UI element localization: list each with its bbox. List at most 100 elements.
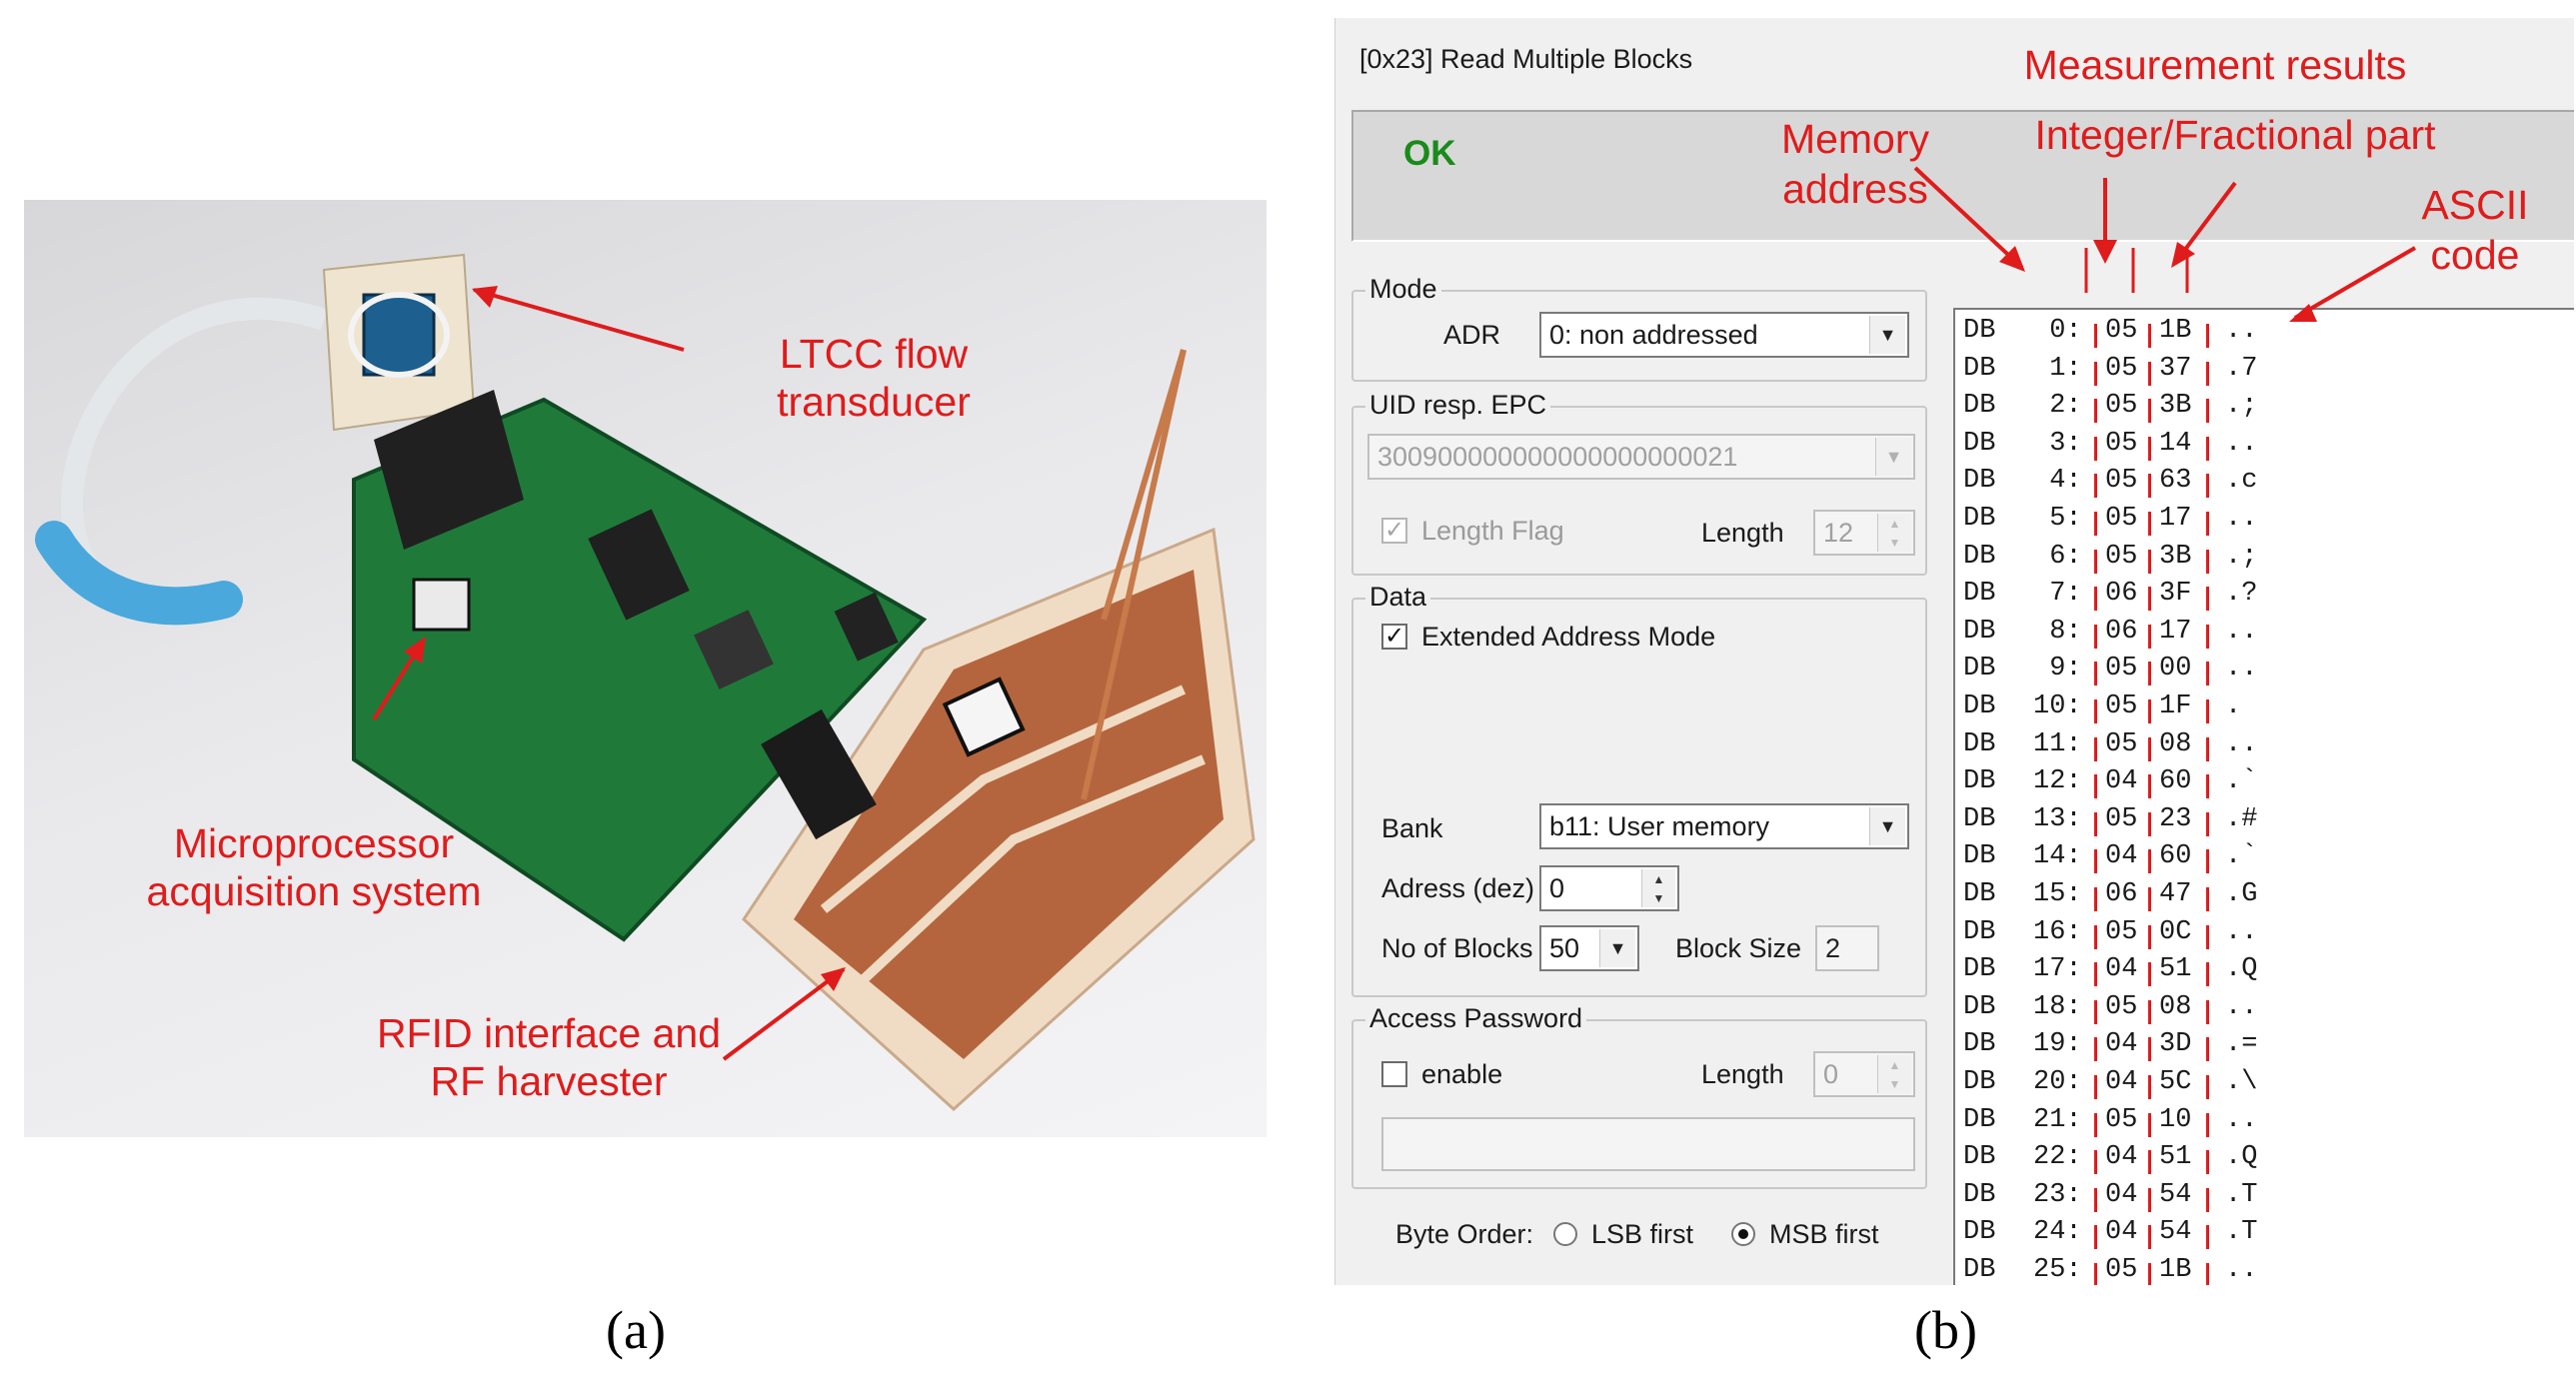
dump-row-address: 3: bbox=[2033, 428, 2082, 459]
spin-arrows-icon[interactable]: ▲▼ bbox=[1877, 1055, 1911, 1093]
dump-row-ascii: .` bbox=[2225, 841, 2258, 872]
uid-length-value: 12 bbox=[1823, 518, 1854, 548]
dump-row-fraction: 54 bbox=[2159, 1217, 2192, 1248]
marker-frac bbox=[2148, 399, 2151, 424]
marker-int bbox=[2094, 361, 2097, 386]
marker-ascii bbox=[2206, 474, 2209, 499]
marker-ascii bbox=[2206, 849, 2209, 874]
marker-ascii bbox=[2206, 1263, 2209, 1285]
uid-select[interactable]: 300900000000000000000021 ▼ bbox=[1367, 434, 1915, 480]
device-photo: LTCC flow transducer Microprocessor acqu… bbox=[24, 200, 1267, 1137]
dump-row-integer: 04 bbox=[2105, 1179, 2138, 1210]
marker-frac bbox=[2148, 999, 2151, 1024]
extended-address-checkbox[interactable]: ✓ bbox=[1381, 624, 1407, 650]
marker-ascii bbox=[2206, 699, 2209, 723]
block-size-field: 2 bbox=[1815, 925, 1879, 971]
status-ok: OK bbox=[1403, 134, 1456, 173]
dump-row-integer: 04 bbox=[2105, 1067, 2138, 1097]
pcb-chip-large bbox=[588, 509, 690, 621]
dump-row-integer: 05 bbox=[2105, 504, 2138, 534]
dump-row-address: 22: bbox=[2033, 1142, 2082, 1173]
access-password-group: Access Password enable Length 0 ▲▼ bbox=[1351, 1003, 1927, 1189]
dump-row-tag: DB bbox=[1963, 391, 1996, 422]
rfid-connector bbox=[761, 708, 877, 840]
marker-frac bbox=[2148, 1225, 2151, 1250]
marker-ascii bbox=[2206, 1187, 2209, 1212]
uid-length-stepper[interactable]: 12 ▲▼ bbox=[1813, 510, 1915, 556]
marker-frac bbox=[2148, 736, 2151, 761]
dump-row-address: 12: bbox=[2033, 766, 2082, 797]
dump-row-fraction: 1F bbox=[2159, 691, 2192, 721]
marker-frac bbox=[2148, 1112, 2151, 1137]
dump-row-address: 10: bbox=[2033, 691, 2082, 721]
dump-row-integer: 06 bbox=[2105, 616, 2138, 647]
enable-checkbox[interactable] bbox=[1381, 1061, 1407, 1087]
dump-row-integer: 05 bbox=[2105, 991, 2138, 1022]
marker-int bbox=[2094, 962, 2097, 987]
arrowhead-fractional-part bbox=[2171, 242, 2195, 268]
blocks-label: No of Blocks bbox=[1381, 933, 1533, 963]
dump-row-integer: 05 bbox=[2105, 391, 2138, 422]
caption-b: (b) bbox=[1914, 1300, 1977, 1360]
spin-arrows-icon[interactable]: ▲▼ bbox=[1877, 514, 1911, 552]
rfid-antenna-trace-2 bbox=[860, 754, 1206, 983]
marker-ascii bbox=[2206, 811, 2209, 836]
pcb-connector-small bbox=[834, 592, 899, 662]
ltcc-wire-loop bbox=[348, 292, 450, 378]
dump-row-tag: DB bbox=[1963, 316, 1996, 346]
extended-address-label: Extended Address Mode bbox=[1421, 622, 1716, 652]
dump-row-integer: 05 bbox=[2105, 654, 2138, 685]
caption-a: (a) bbox=[606, 1300, 666, 1360]
marker-frac bbox=[2148, 811, 2151, 836]
chevron-down-icon[interactable]: ▼ bbox=[1875, 438, 1911, 476]
marker-int bbox=[2094, 549, 2097, 574]
rfid-dipole-rod-2 bbox=[1081, 349, 1187, 800]
address-stepper[interactable]: 0 ▲▼ bbox=[1539, 865, 1679, 911]
dump-row-fraction: 17 bbox=[2159, 504, 2192, 534]
label-rfid-interface: RFID interface and RF harvester bbox=[376, 1010, 722, 1105]
adr-select[interactable]: 0: non addressed ▼ bbox=[1539, 312, 1909, 358]
marker-int bbox=[2094, 924, 2097, 949]
password-input[interactable] bbox=[1381, 1117, 1915, 1171]
block-size-value: 2 bbox=[1825, 933, 1841, 963]
marker-ascii bbox=[2206, 1112, 2209, 1137]
lsb-first-radio[interactable] bbox=[1553, 1222, 1577, 1246]
marker-ascii bbox=[2206, 1037, 2209, 1062]
chevron-down-icon[interactable]: ▼ bbox=[1599, 929, 1635, 967]
dump-row-tag: DB bbox=[1963, 1067, 1996, 1097]
dump-row-address: 24: bbox=[2033, 1217, 2082, 1248]
chevron-down-icon[interactable]: ▼ bbox=[1869, 807, 1905, 845]
dump-row-ascii: .c bbox=[2225, 466, 2258, 497]
blocks-select[interactable]: 50 ▼ bbox=[1539, 925, 1639, 971]
marker-frac bbox=[2148, 1187, 2151, 1212]
arrowhead-ltcc bbox=[472, 286, 498, 308]
marker-int bbox=[2094, 1075, 2097, 1099]
dump-row-ascii: .; bbox=[2225, 391, 2258, 422]
rfid-antenna-copper bbox=[794, 570, 1224, 1059]
marker-frac bbox=[2148, 887, 2151, 911]
dump-row-integer: 05 bbox=[2105, 691, 2138, 721]
arrowhead-memory-address bbox=[1999, 246, 2025, 272]
marker-int bbox=[2094, 1225, 2097, 1250]
dump-row-fraction: 00 bbox=[2159, 654, 2192, 685]
dump-row-address: 19: bbox=[2033, 1029, 2082, 1060]
bank-select[interactable]: b11: User memory ▼ bbox=[1539, 803, 1909, 849]
dump-row-address: 25: bbox=[2033, 1255, 2082, 1285]
msb-first-radio[interactable] bbox=[1731, 1222, 1755, 1246]
dump-row-ascii: .? bbox=[2225, 579, 2258, 610]
dump-row-ascii: .. bbox=[2225, 1255, 2258, 1285]
dump-row-address: 7: bbox=[2033, 579, 2082, 610]
block-size-label: Block Size bbox=[1675, 933, 1802, 963]
chevron-down-icon[interactable]: ▼ bbox=[1869, 316, 1905, 354]
spin-arrows-icon[interactable]: ▲▼ bbox=[1641, 869, 1675, 907]
marker-frac bbox=[2148, 361, 2151, 386]
length-flag-checkbox[interactable]: ✓ bbox=[1381, 518, 1407, 544]
marker-frac bbox=[2148, 962, 2151, 987]
marker-ascii bbox=[2206, 1075, 2209, 1099]
dump-row-address: 15: bbox=[2033, 879, 2082, 909]
marker-int bbox=[2094, 474, 2097, 499]
dump-row-tag: DB bbox=[1963, 879, 1996, 909]
dump-row-tag: DB bbox=[1963, 616, 1996, 647]
password-length-stepper[interactable]: 0 ▲▼ bbox=[1813, 1051, 1915, 1097]
